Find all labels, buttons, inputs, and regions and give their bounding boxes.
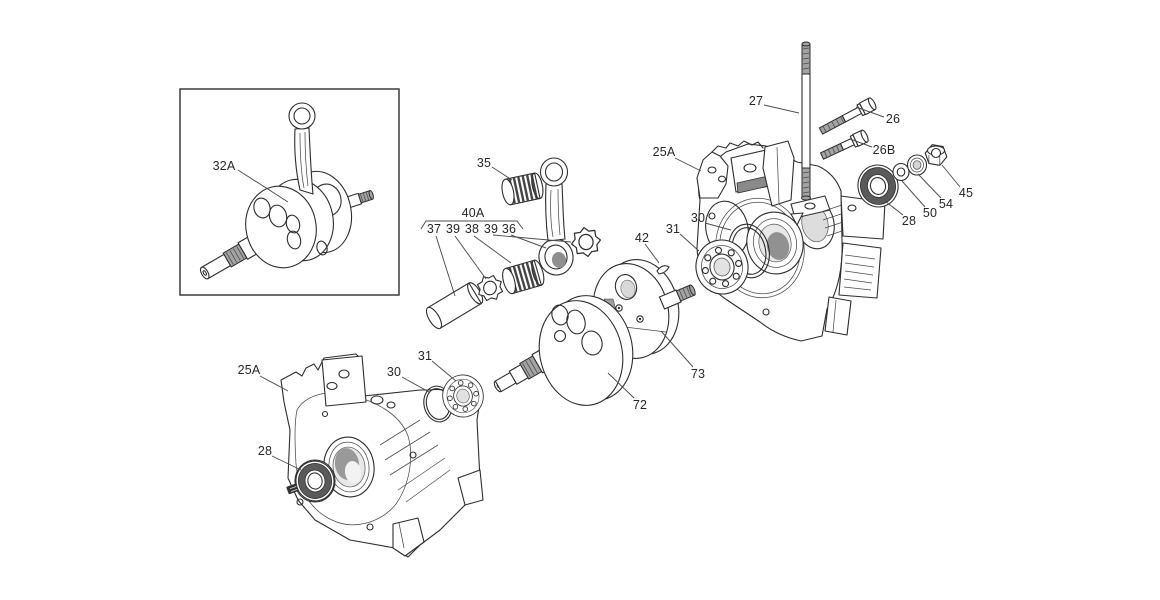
callout-connecting-rod: 36 <box>501 222 517 236</box>
callout-bearing-right: 31 <box>665 222 681 236</box>
leader-lines <box>237 104 961 471</box>
callout-crankcase-right: 25A <box>652 145 676 159</box>
conrod-kit-drawing <box>425 157 604 330</box>
connecting-rod-drawing <box>538 157 574 276</box>
callout-conrod-kit-group: 40A <box>461 206 485 220</box>
woodruff-key-drawing <box>656 265 670 275</box>
bolt-upper-drawing <box>818 97 877 135</box>
callout-woodruff-key: 42 <box>634 231 650 245</box>
callout-oil-seal-left: 28 <box>257 444 273 458</box>
crankshaft-drawing <box>493 259 696 406</box>
callout-crankcase-left: 25A <box>237 363 261 377</box>
callout-washer-50: 50 <box>922 206 938 220</box>
callout-nut: 45 <box>958 186 974 200</box>
inset-box <box>179 88 400 296</box>
callout-stud: 27 <box>748 94 764 108</box>
callout-oil-seal-right: 28 <box>901 214 917 228</box>
callout-bearing-left: 31 <box>417 349 433 363</box>
inset-crankshaft-drawing <box>199 102 374 280</box>
nut-drawing <box>924 144 948 166</box>
callout-big-end-bearing: 38 <box>464 222 480 236</box>
callout-gasket-right: 30 <box>690 211 706 225</box>
callout-washer-left: 39 <box>445 222 461 236</box>
big-end-bearing-drawing <box>499 258 547 296</box>
washer-54-drawing <box>906 154 928 176</box>
bolt-lower-drawing <box>819 129 869 160</box>
callout-small-end-bearing: 35 <box>476 156 492 170</box>
callout-bolt-upper: 26 <box>885 112 901 126</box>
callout-bolt-lower: 26B <box>872 143 896 157</box>
callout-washer-right: 39 <box>483 222 499 236</box>
callout-crankshaft-inset: 32A <box>212 159 236 173</box>
callout-gasket-left: 30 <box>386 365 402 379</box>
stud-drawing <box>801 41 811 201</box>
washer-50-drawing <box>892 162 910 182</box>
callout-crank-web-right: 73 <box>690 367 706 381</box>
callout-washer-54: 54 <box>938 197 954 211</box>
callout-crank-web-left: 72 <box>632 398 648 412</box>
crankpin-drawing <box>425 282 484 330</box>
washer-right-drawing <box>568 224 604 260</box>
callout-crankpin: 37 <box>426 222 442 236</box>
